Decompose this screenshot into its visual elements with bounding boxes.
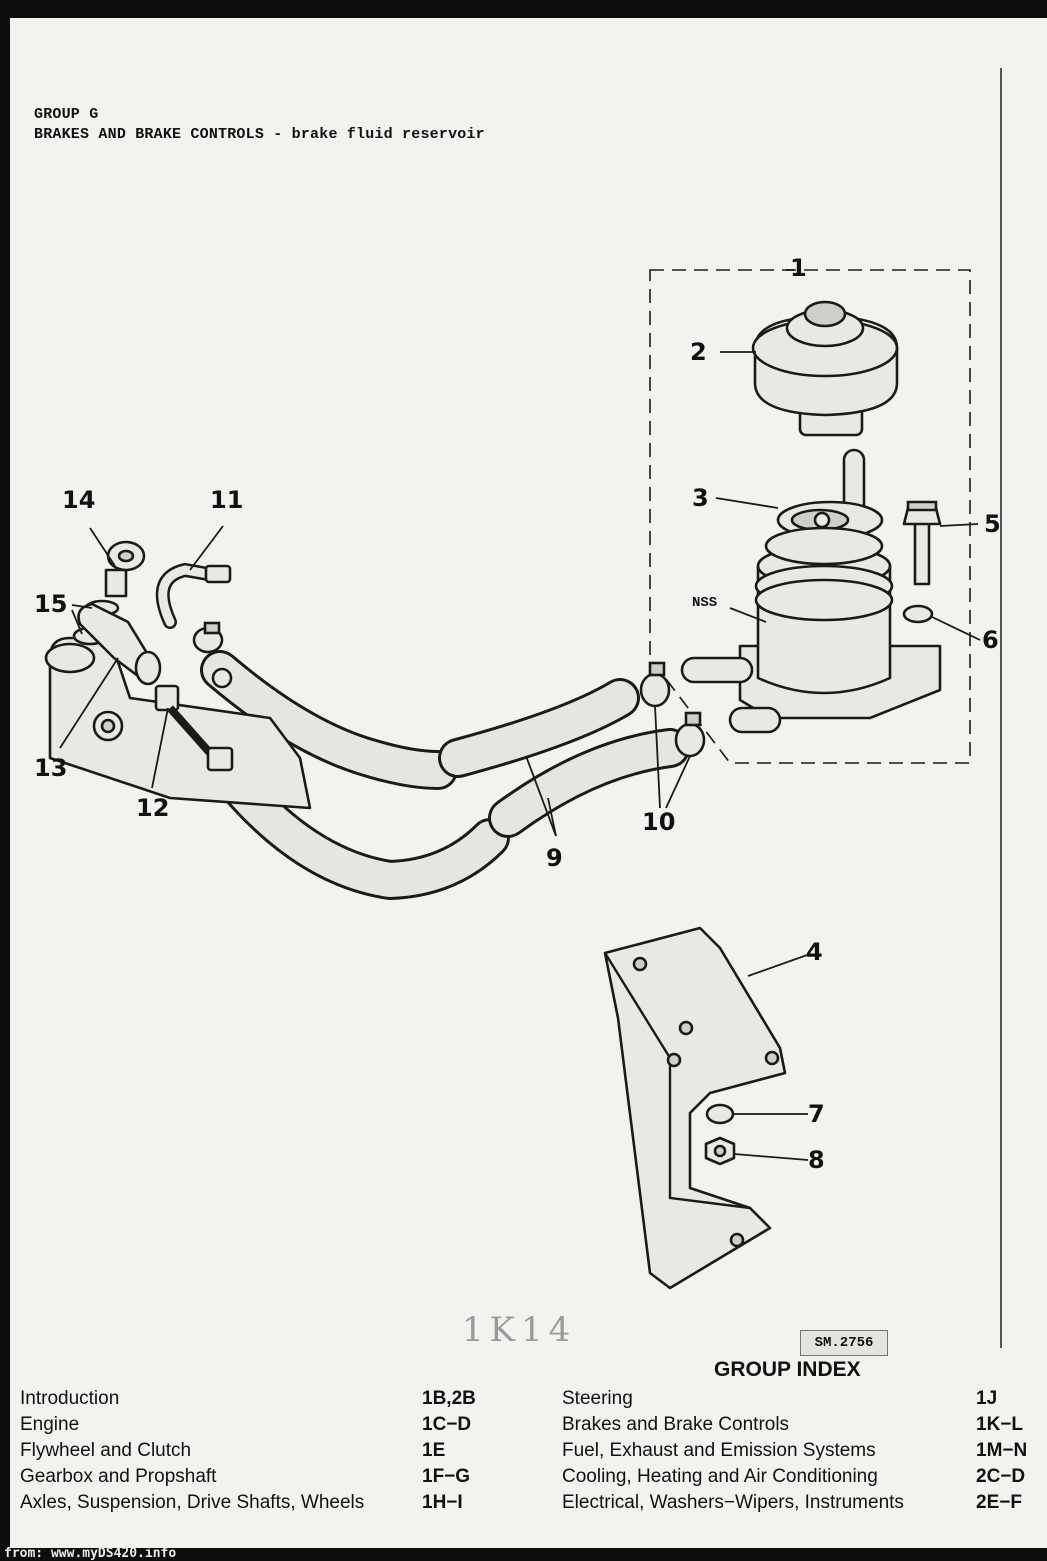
callout-14: 14 — [62, 486, 95, 514]
reservoir-body — [680, 526, 942, 734]
callout-15: 15 — [34, 590, 67, 618]
index-item-label: Electrical, Washers−Wipers, Instruments — [562, 1492, 904, 1513]
callout-8: 8 — [808, 1146, 825, 1174]
index-item-code: 1F−G — [422, 1466, 471, 1487]
index-item-code: 1M−N — [976, 1440, 1028, 1461]
handwritten-note: 1K14 — [462, 1310, 577, 1350]
document-sheet: GROUP G BRAKES AND BRAKE CONTROLS - brak… — [10, 18, 1047, 1548]
index-item-label: Gearbox and Propshaft — [20, 1466, 217, 1487]
index-item-code: 1K−L — [976, 1414, 1023, 1435]
reservoir-cap — [751, 300, 899, 437]
source-footer: from: www.myDS420.info — [4, 1546, 177, 1561]
mounting-bracket — [603, 926, 787, 1290]
index-item-label: Flywheel and Clutch — [20, 1440, 192, 1461]
callout-9: 9 — [546, 844, 563, 872]
index-item-code: 1H−I — [422, 1492, 463, 1513]
index-item-label: Cooling, Heating and Air Conditioning — [562, 1466, 878, 1487]
callout-3: 3 — [692, 484, 709, 512]
index-item-code: 2C−D — [976, 1466, 1026, 1487]
page-title: BRAKES AND BRAKE CONTROLS - brake fluid … — [34, 126, 485, 143]
hex-nut — [704, 1136, 736, 1166]
index-item-label: Fuel, Exhaust and Emission Systems — [562, 1440, 876, 1461]
index-item-label: Steering — [562, 1388, 633, 1409]
index-item-label: Brakes and Brake Controls — [562, 1414, 790, 1435]
nss-label: NSS — [692, 595, 717, 611]
banjo-bolt — [104, 540, 146, 598]
reservoir-filter — [776, 448, 884, 540]
index-item-label: Introduction — [20, 1388, 120, 1409]
group-index-title: GROUP INDEX — [714, 1358, 861, 1381]
pipe-adaptor — [154, 684, 234, 772]
callout-10: 10 — [642, 808, 675, 836]
callout-6: 6 — [982, 626, 999, 654]
index-item-code: 2E−F — [976, 1492, 1022, 1513]
index-item-code: 1B,2B — [422, 1388, 476, 1409]
callout-5: 5 — [984, 510, 1001, 538]
callout-4: 4 — [806, 938, 823, 966]
index-item-code: 1E — [422, 1440, 446, 1461]
callout-1: 1 — [790, 254, 807, 282]
callout-13: 13 — [34, 754, 67, 782]
plain-washer — [705, 1103, 735, 1125]
callout-11: 11 — [210, 486, 243, 514]
hose-clips — [192, 621, 706, 758]
callout-12: 12 — [136, 794, 169, 822]
index-item-code: 1C−D — [422, 1414, 472, 1435]
group-label: GROUP G — [34, 106, 99, 123]
bent-pipe — [155, 562, 232, 629]
exploded-parts-diagram: 1 2 3 4 5 6 7 8 9 10 11 12 13 14 15 NSS — [34, 254, 1001, 1290]
leader-lines — [59, 269, 981, 1161]
page-edge-rule — [1000, 68, 1002, 1348]
callout-7: 7 — [808, 1100, 825, 1128]
index-item-label: Axles, Suspension, Drive Shafts, Wheels — [20, 1492, 365, 1513]
banjo-union — [77, 602, 162, 686]
plain-washer — [902, 604, 934, 624]
index-item-code: 1J — [976, 1388, 998, 1409]
index-item-label: Engine — [20, 1414, 80, 1435]
reservoir-assembly-outline — [649, 269, 971, 764]
callout-2: 2 — [690, 338, 707, 366]
reservoir-hoses — [200, 650, 690, 900]
mounting-bolt — [902, 500, 942, 586]
illustration-reference: SM.2756 — [800, 1330, 888, 1356]
